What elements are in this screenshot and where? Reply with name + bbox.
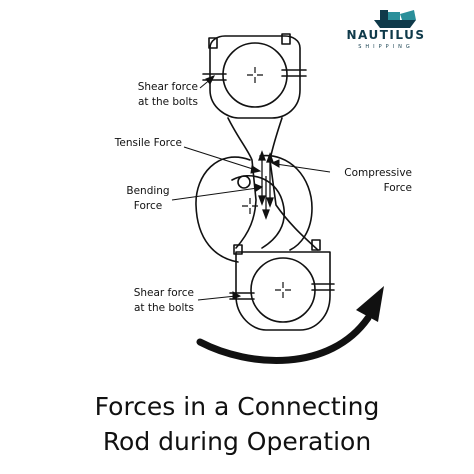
rotation-arrowhead [356, 286, 384, 322]
rod-shank-left [227, 117, 257, 249]
title-line1: Forces in a Connecting [94, 392, 380, 421]
top-right-nut [281, 33, 291, 45]
rotation-arrow [196, 314, 372, 364]
top-right-bolt [281, 69, 307, 77]
shear-bottom-line2: at the bolts [133, 302, 194, 314]
top-centre-mark [247, 67, 263, 83]
bending-line2: Force [133, 200, 163, 212]
compressive-label: Compressive Force [332, 166, 412, 196]
top-bearing-housing [209, 35, 301, 119]
shear-top-label: Shear force at the bolts [80, 80, 198, 110]
logo-wordmark: NAUTILUS [346, 28, 426, 42]
tensile-line: Tensile Force [114, 137, 182, 149]
top-left-nut [208, 37, 218, 49]
shear-bottom-line1: Shear force [133, 287, 194, 299]
leader-tensile [183, 146, 257, 171]
compressive-line2: Force [383, 182, 412, 194]
shear-top-line2: at the bolts [137, 96, 198, 108]
bottom-right-bolt [311, 283, 335, 291]
top-bearing-bore [222, 42, 288, 108]
bottom-bearing-bore [250, 257, 316, 323]
leader-shear-bottom [197, 295, 237, 301]
rod-shank-right [269, 117, 319, 251]
tensile-arrowhead-down [258, 195, 266, 206]
bending-arrowhead [262, 209, 270, 220]
bending-line1: Bending [126, 185, 170, 197]
logo-tagline: SHIPPING [358, 44, 414, 50]
bottom-right-nut [311, 239, 321, 251]
compressive-line1: Compressive [344, 167, 412, 179]
tensile-label: Tensile Force [92, 136, 182, 151]
bottom-centre-mark [275, 282, 291, 298]
bottom-left-nut [233, 244, 243, 255]
shear-top-line1: Shear force [137, 81, 198, 93]
ship-icon [374, 10, 416, 28]
crank-inner-shape [231, 175, 285, 249]
title-line2: Rod during Operation [102, 427, 372, 456]
compressive-arrowhead-up [266, 152, 274, 163]
crank-pin-hole [237, 175, 251, 189]
leader-compressive [275, 163, 331, 173]
bending-label: Bending Force [118, 184, 178, 214]
tensile-arrowhead-up [258, 150, 266, 161]
compressive-arrowhead-down [266, 197, 274, 208]
shear-bottom-label: Shear force at the bolts [96, 286, 194, 316]
leader-bending [171, 187, 259, 201]
crank-web-outline [195, 154, 313, 263]
nautilus-logo: NAUTILUS SHIPPING [330, 4, 440, 66]
mid-centre-mark [242, 198, 258, 214]
bottom-bearing-housing [235, 251, 331, 331]
